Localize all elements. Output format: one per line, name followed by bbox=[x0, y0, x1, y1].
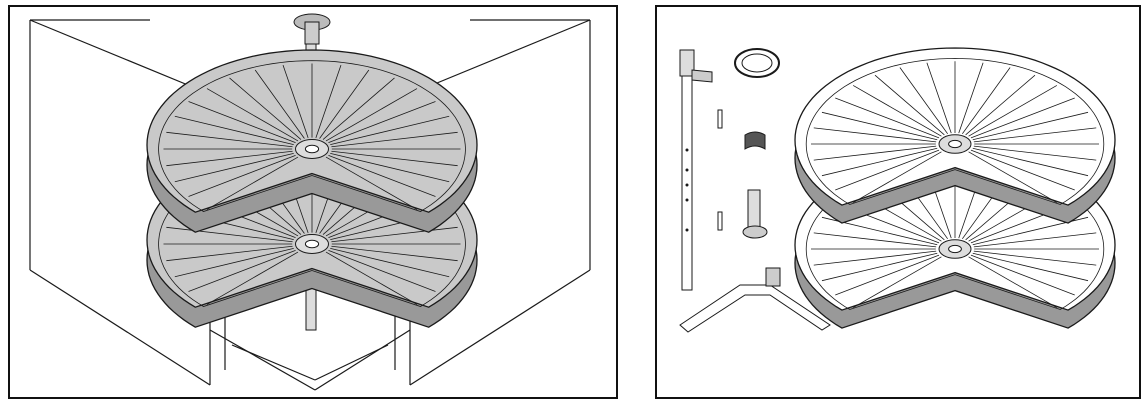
parts-upper-tray-inner-rim bbox=[805, 57, 1105, 205]
parts-upper-tray-spoke bbox=[970, 97, 1075, 139]
lower-tray-hub-center bbox=[304, 239, 320, 249]
upper-tray-spoke bbox=[328, 154, 436, 197]
parts-upper-tray-spoke bbox=[852, 85, 942, 137]
base-bracket-part bbox=[679, 284, 831, 333]
bushing-part bbox=[744, 131, 766, 150]
pole-hole bbox=[685, 183, 689, 187]
lower-tray-spoke bbox=[330, 247, 450, 278]
parts-lower-tray-spoke bbox=[821, 252, 938, 282]
lower-tray-spoke bbox=[166, 226, 293, 243]
pole-part bbox=[681, 59, 693, 291]
parts-upper-tray-spoke bbox=[874, 74, 945, 136]
cabinet-edge bbox=[209, 329, 316, 391]
parts-upper-tray-spoke bbox=[968, 85, 1058, 137]
parts-lower-tray-spoke bbox=[813, 232, 937, 248]
upper-tray-spoke bbox=[331, 150, 458, 167]
parts-upper-tray-spoke bbox=[835, 149, 940, 191]
upper-tray-spoke bbox=[325, 156, 418, 210]
cabinet-edge bbox=[409, 269, 591, 386]
upper-tray-inner-rim bbox=[158, 60, 466, 212]
upper-tray-spoke bbox=[188, 154, 296, 197]
top-mount-bracket bbox=[304, 21, 320, 45]
parts-upper-tray-spoke bbox=[821, 147, 938, 177]
parts-upper-tray-spoke bbox=[958, 62, 984, 134]
upper-tray-spoke bbox=[206, 88, 299, 142]
mounting-ring-part bbox=[734, 48, 780, 78]
lower-tray-spoke bbox=[188, 249, 296, 292]
parts-upper-tray-spoke bbox=[970, 149, 1075, 191]
parts-upper-tray-spoke bbox=[899, 67, 948, 135]
parts-lower-tray-spoke bbox=[968, 256, 1058, 308]
upper-tray-spoke bbox=[315, 65, 342, 138]
parts-upper-tray-hub-center bbox=[948, 139, 962, 149]
cabinet-edge bbox=[29, 269, 211, 386]
upper-tray-spoke bbox=[166, 150, 293, 167]
upper-tray-spoke bbox=[319, 69, 370, 139]
parts-upper-tray-spoke bbox=[852, 151, 942, 203]
spindle-base bbox=[742, 225, 768, 239]
upper-tray-spoke bbox=[188, 101, 296, 144]
upper-tray-spoke bbox=[166, 131, 293, 148]
upper-tray-spoke bbox=[325, 88, 418, 142]
parts-upper-tray-spoke bbox=[821, 111, 938, 141]
upper-tray-spoke bbox=[174, 115, 294, 146]
cabinet-edge bbox=[419, 19, 591, 91]
pin-part bbox=[717, 109, 723, 129]
parts-lower-tray-spoke bbox=[973, 250, 1097, 266]
parts-upper-tray-spoke bbox=[835, 97, 940, 139]
upper-tray-spoke bbox=[331, 131, 458, 148]
pole-hole bbox=[685, 228, 689, 232]
base-bracket-pivot bbox=[765, 267, 781, 287]
parts-lower-tray-spoke bbox=[852, 256, 942, 308]
parts-lower-tray-spoke bbox=[813, 250, 937, 266]
upper-tray-spoke bbox=[282, 65, 309, 138]
cabinet-edge bbox=[29, 19, 201, 91]
parts-upper-tray-spoke bbox=[962, 67, 1011, 135]
pin-part bbox=[717, 211, 723, 231]
upper-tray-spoke bbox=[254, 69, 305, 139]
lower-tray-spoke bbox=[325, 251, 418, 305]
cabinet-edge bbox=[314, 344, 389, 381]
upper-tray-spoke bbox=[330, 152, 450, 183]
upper-tray-spoke bbox=[328, 101, 436, 144]
parts-lower-tray-spoke bbox=[973, 232, 1097, 248]
pole-hole bbox=[685, 148, 689, 152]
parts-upper-tray-spoke bbox=[968, 151, 1058, 203]
upper-tray-spoke bbox=[330, 115, 450, 146]
parts-upper-tray-spoke bbox=[972, 147, 1089, 177]
pole-clip bbox=[691, 69, 713, 83]
upper-tray-hub-center bbox=[304, 144, 320, 154]
cabinet-edge bbox=[231, 344, 316, 381]
pole-hole bbox=[685, 168, 689, 172]
upper-tray-spoke bbox=[174, 152, 294, 183]
parts-upper-tray-spoke bbox=[926, 62, 952, 134]
lower-tray-spoke bbox=[166, 245, 293, 262]
upper-tray-spoke bbox=[229, 77, 302, 140]
parts-upper-tray-spoke bbox=[813, 127, 937, 143]
parts-lower-tray-hub-center bbox=[948, 244, 962, 254]
lower-tray-spoke bbox=[206, 251, 299, 305]
parts-upper-tray-spoke bbox=[973, 127, 1097, 143]
lower-tray-spoke bbox=[331, 245, 458, 262]
parts-upper-tray-spoke bbox=[965, 74, 1036, 136]
parts-lower-tray-spoke bbox=[970, 254, 1075, 296]
mounting-ring-inner bbox=[741, 53, 773, 73]
lower-tray-spoke bbox=[331, 226, 458, 243]
pole-hole bbox=[685, 198, 689, 202]
spindle-part bbox=[747, 189, 761, 231]
lower-tray-spoke bbox=[328, 249, 436, 292]
upper-tray-spoke bbox=[206, 156, 299, 210]
pole-top-bushing bbox=[679, 49, 695, 77]
upper-tray-spoke bbox=[322, 77, 395, 140]
parts-upper-tray-spoke bbox=[813, 145, 937, 161]
parts-lower-tray-spoke bbox=[835, 254, 940, 296]
parts-upper-tray-spoke bbox=[973, 145, 1097, 161]
parts-lower-tray-spoke bbox=[972, 252, 1089, 282]
cabinet-edge bbox=[314, 329, 411, 391]
lower-tray-spoke bbox=[174, 247, 294, 278]
parts-upper-tray-spoke bbox=[972, 111, 1089, 141]
